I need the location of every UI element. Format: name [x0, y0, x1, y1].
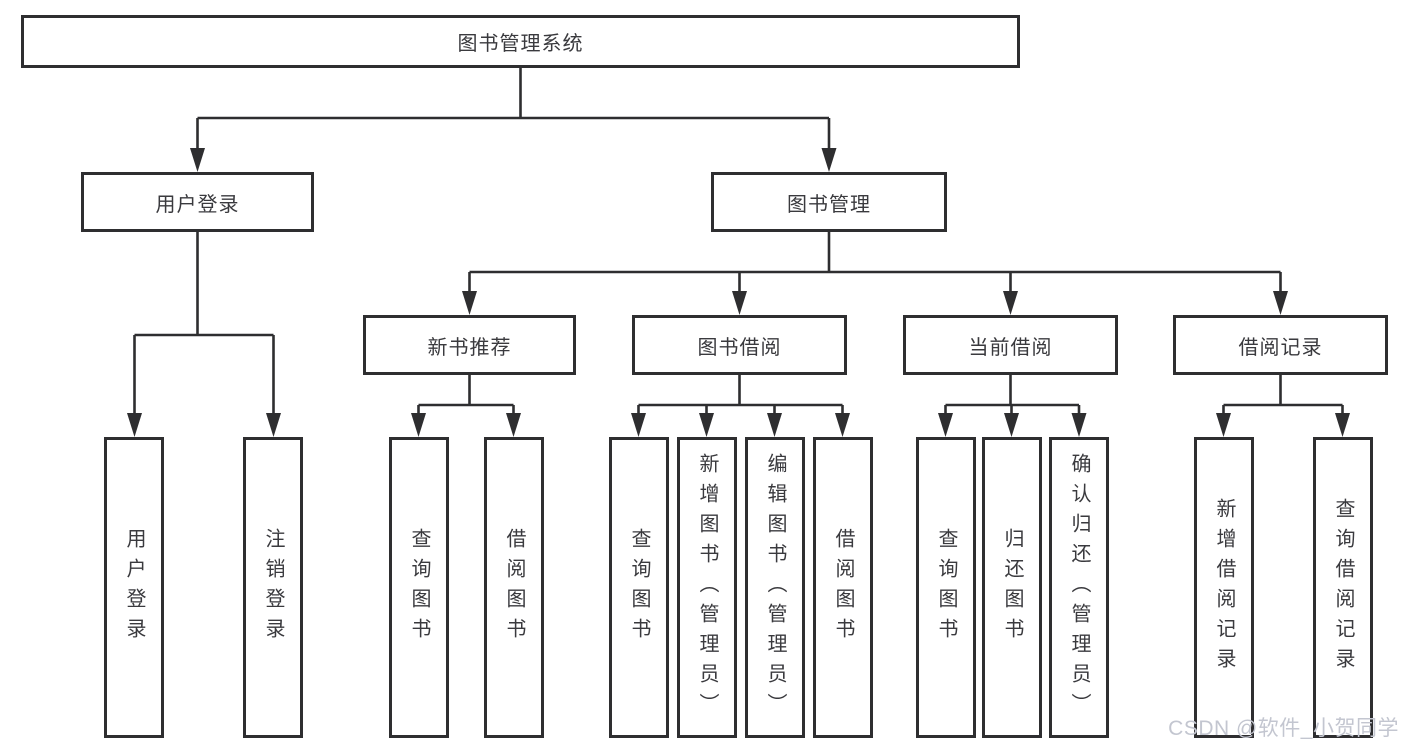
- arrowhead: [1004, 413, 1019, 437]
- arrowhead: [835, 413, 850, 437]
- node-current-borrowing: 当前借阅: [903, 315, 1118, 375]
- connector-mgmt-to-level3: [468, 232, 1282, 293]
- connector-root-to-level2: [196, 68, 831, 150]
- arrowhead: [266, 413, 281, 437]
- arrowhead: [821, 148, 837, 172]
- leaf-user-login: 用户登录: [104, 437, 164, 738]
- connector-current-to-leaves: [944, 375, 1081, 415]
- csdn-watermark: CSDN @软件_小贺同学: [1168, 717, 1399, 740]
- arrowhead: [938, 413, 953, 437]
- leaf-add-borrow-record: 新增借阅记录: [1194, 437, 1254, 738]
- leaf-add-book-admin: 新增图书（管理员）: [677, 437, 737, 738]
- arrowhead: [127, 413, 142, 437]
- leaf-return-book: 归还图书: [982, 437, 1042, 738]
- leaf-query-book: 查询图书: [389, 437, 449, 738]
- leaf-query-book: 查询图书: [916, 437, 976, 738]
- arrowhead: [732, 291, 747, 315]
- node-book-borrowing: 图书借阅: [632, 315, 847, 375]
- arrowhead: [506, 413, 521, 437]
- leaf-logout: 注销登录: [243, 437, 303, 738]
- arrowhead: [699, 413, 714, 437]
- leaf-query-borrow-record: 查询借阅记录: [1313, 437, 1373, 738]
- connector-borrow-to-leaves: [637, 375, 844, 415]
- connector-login-to-leaves: [133, 232, 275, 415]
- arrowhead: [1273, 291, 1288, 315]
- arrowhead: [462, 291, 477, 315]
- arrowhead: [1335, 413, 1350, 437]
- arrowhead: [631, 413, 646, 437]
- connector-records-to-leaves: [1222, 375, 1344, 415]
- arrowhead: [1071, 413, 1087, 437]
- node-new-book-recommendation: 新书推荐: [363, 315, 576, 375]
- leaf-borrow-book: 借阅图书: [813, 437, 873, 738]
- arrowhead: [1003, 291, 1018, 315]
- leaf-confirm-return-admin: 确认归还（管理员）: [1049, 437, 1109, 738]
- node-user-login-group: 用户登录: [81, 172, 314, 232]
- leaf-borrow-book: 借阅图书: [484, 437, 544, 738]
- node-book-management: 图书管理: [711, 172, 947, 232]
- leaf-edit-book-admin: 编辑图书（管理员）: [745, 437, 805, 738]
- arrowhead: [411, 413, 426, 437]
- arrowhead: [1216, 413, 1231, 437]
- leaf-query-book: 查询图书: [609, 437, 669, 738]
- node-root-system: 图书管理系统: [21, 15, 1020, 68]
- arrowhead: [190, 148, 205, 172]
- arrowhead: [767, 413, 782, 437]
- node-borrowing-records: 借阅记录: [1173, 315, 1388, 375]
- connector-rec-to-leaves: [417, 375, 515, 415]
